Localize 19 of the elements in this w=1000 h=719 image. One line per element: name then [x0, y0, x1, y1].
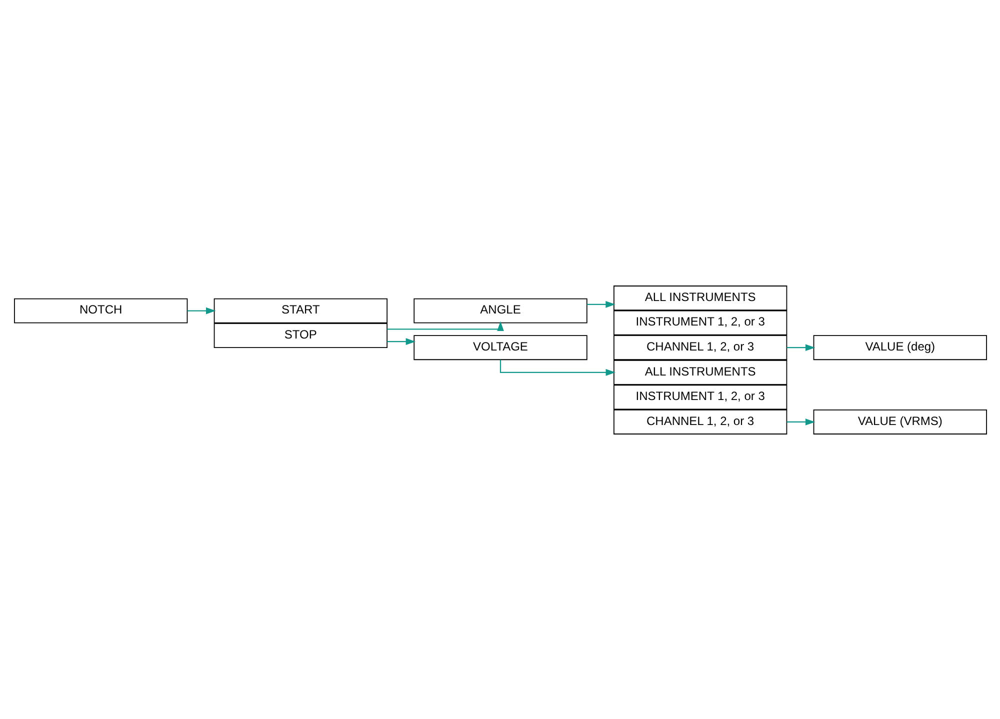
- arrow: [386, 320, 504, 331]
- node-box: ALL INSTRUMENTS: [612, 359, 787, 384]
- arrow: [386, 338, 416, 345]
- node-box: ALL INSTRUMENTS: [612, 285, 787, 310]
- node-box: INSTRUMENT 1, 2, or 3: [612, 310, 787, 335]
- node-box: CHANNEL 1, 2, or 3: [612, 409, 787, 434]
- node-box: VALUE (VRMS): [812, 409, 986, 434]
- arrow: [586, 300, 615, 308]
- node-box: ANGLE: [413, 298, 587, 323]
- node-box: INSTRUMENT 1, 2, or 3: [612, 384, 787, 410]
- node-box: NOTCH: [14, 298, 188, 323]
- node-box: VOLTAGE: [413, 334, 587, 360]
- node-box: STOP: [213, 322, 388, 348]
- arrow: [786, 418, 815, 425]
- arrow: [786, 344, 815, 351]
- arrow: [186, 306, 216, 314]
- node-box: CHANNEL 1, 2, or 3: [612, 334, 787, 360]
- node-box: START: [213, 298, 388, 323]
- node-box: VALUE (deg): [812, 334, 986, 360]
